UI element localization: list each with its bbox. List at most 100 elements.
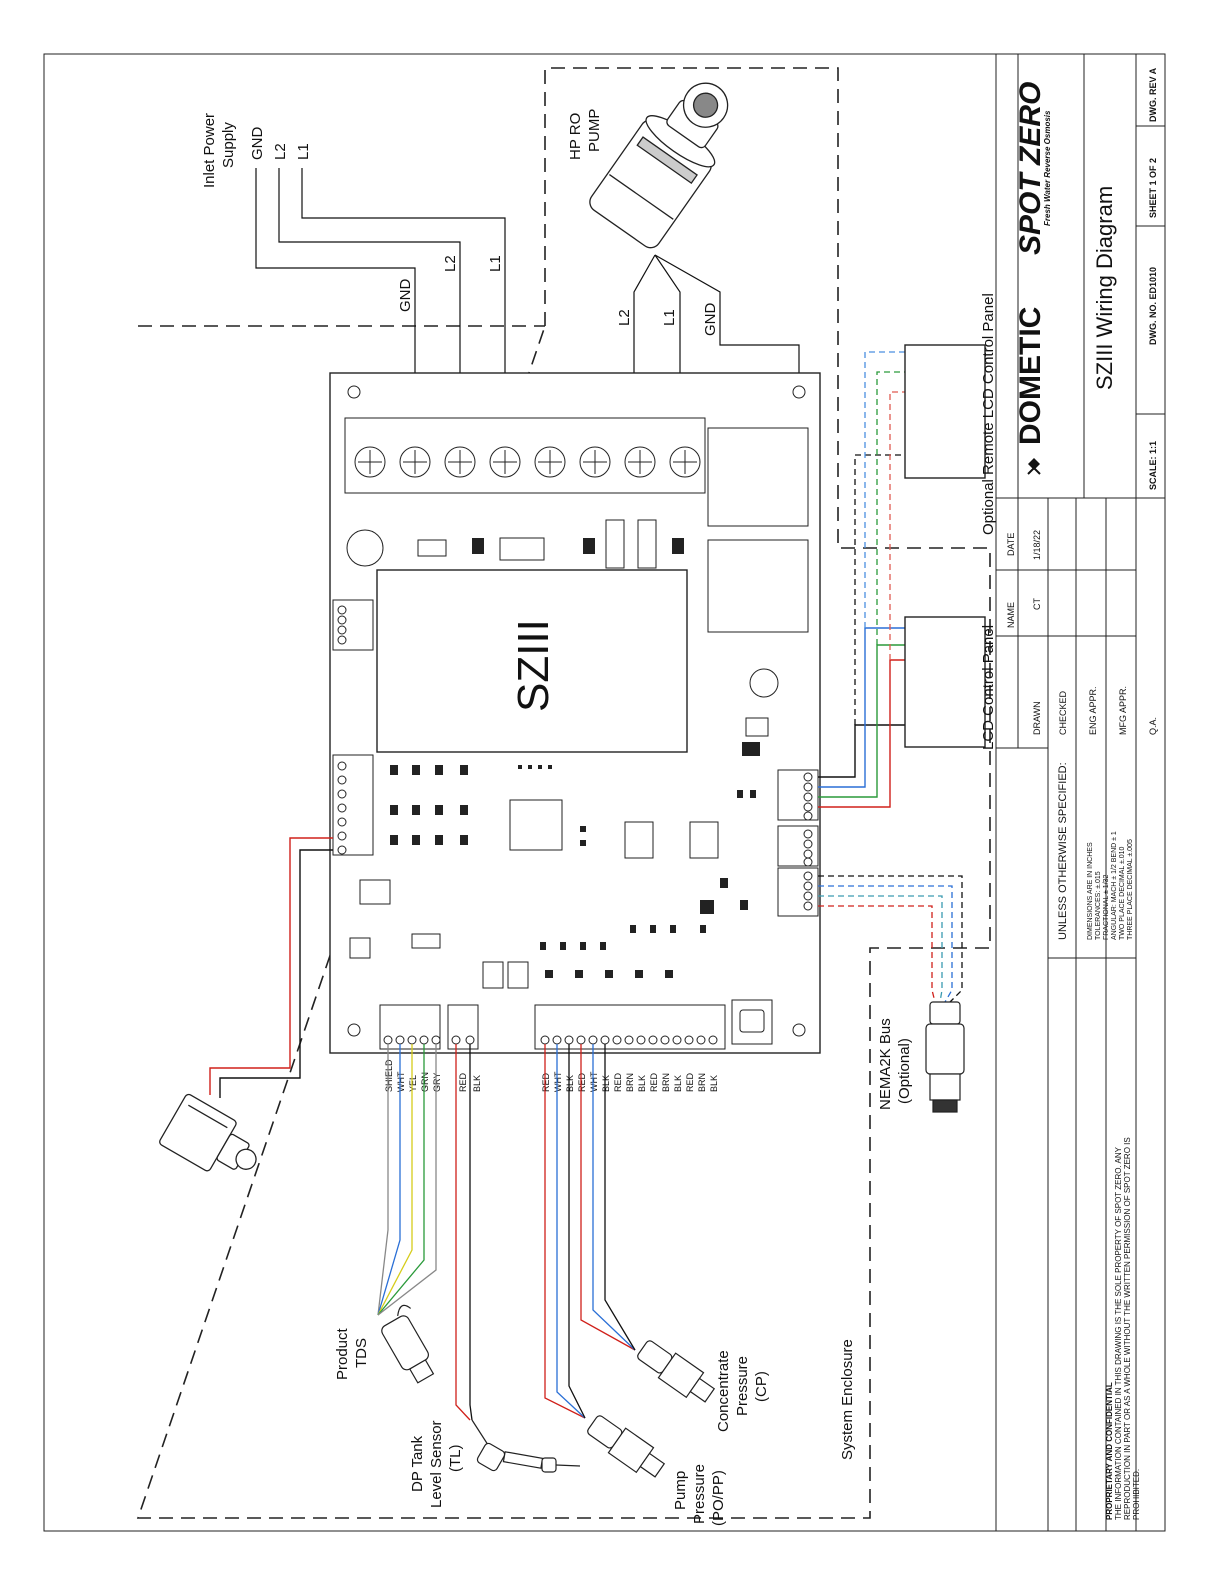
tds-terminal-labels: SHIELD WHT YEL GRN GRY	[384, 1059, 442, 1092]
supply-title-line-1: Inlet Power	[201, 113, 218, 188]
tank-sensor-label: DP Tank Level Sensor (TL)	[409, 1420, 464, 1508]
pp-label-line-1: Pump	[672, 1471, 689, 1510]
sheet-text: SHEET 1 OF 2	[1148, 158, 1158, 218]
tds-terminal-screws	[383, 1035, 441, 1045]
component-block-k	[745, 717, 769, 737]
supply-wire-label-l2: L2	[442, 255, 459, 272]
supply-lead-gnd: GND	[249, 127, 266, 161]
supply-wire-l1	[301, 168, 506, 456]
small-component-dots	[390, 765, 756, 978]
pp-wire-red	[544, 1044, 586, 1419]
lcd-wire-blue	[818, 627, 905, 788]
buzzer	[346, 529, 384, 567]
term-label-p10: BRN	[661, 1073, 671, 1092]
term-label-p11: BLK	[673, 1075, 683, 1092]
system-enclosure-outline	[136, 67, 991, 1519]
row-label-mfg: MFG APPR.	[1118, 686, 1128, 735]
usb-port-inner	[739, 1009, 765, 1033]
term-label-grn: GRN	[420, 1072, 430, 1092]
tds-wire-grn	[377, 1044, 425, 1316]
term-label-p3: RED	[577, 1072, 587, 1092]
controller-board: SZIII	[329, 372, 821, 1054]
pump-title-line-1: HP RO	[567, 113, 584, 160]
tolerance-line-4: ANGULAR: MACH ± 1/2 BEND ± 1	[1111, 831, 1118, 940]
row-label-checked: CHECKED	[1058, 690, 1068, 735]
pump-wire-label-l1: L1	[661, 309, 678, 326]
nema-label: NEMA2K Bus (Optional)	[877, 1018, 913, 1110]
term-label-tank-red: RED	[458, 1072, 468, 1092]
row-label-eng: ENG APPR.	[1088, 686, 1098, 735]
inlet-power-supply-label: Inlet Power Supply GND L2 L1	[201, 113, 312, 188]
component-block-b	[605, 519, 625, 569]
component-chip-c	[672, 538, 684, 554]
tds-wire-yel	[377, 1044, 413, 1316]
nema-label-line-2: (Optional)	[896, 1038, 913, 1104]
drawing-title: SZIII Wiring Diagram	[1092, 186, 1117, 390]
pump-pressure-sensor-drawing	[587, 1415, 666, 1478]
term-label-p5: BLK	[601, 1075, 611, 1092]
scale-text: SCALE: 1:1	[1148, 441, 1158, 490]
board-title: SZIII	[509, 619, 558, 712]
pressure-terminal-labels: RED WHT BLK RED WHT BLK RED BRN BLK RED …	[541, 1071, 719, 1092]
lcd-wires	[818, 627, 905, 808]
term-label-p13: BRN	[697, 1073, 707, 1092]
mount-hole-br	[792, 1023, 806, 1037]
supply-wire-l2	[278, 168, 461, 456]
unless-specified: UNLESS OTHERWISE SPECIFIED:	[1057, 762, 1069, 940]
tank-wire-red	[455, 1044, 471, 1421]
term-label-yel: YEL	[408, 1075, 418, 1092]
nema-wire-teal	[818, 895, 943, 1003]
tank-sensor-wires	[455, 1044, 473, 1421]
remote-wire-black	[854, 454, 905, 725]
remote-wire-green	[876, 371, 905, 645]
tds-wire-gry	[377, 1044, 437, 1316]
component-block-e	[689, 821, 719, 859]
nema-wires	[818, 875, 963, 1003]
proprietary-heading: PROPRIETARY AND CONFIDENTIAL	[1105, 1382, 1114, 1520]
conc-pressure-wires	[580, 1044, 636, 1351]
hp-ro-pump: HP RO PUMP	[567, 82, 729, 249]
mount-hole-tl	[347, 385, 361, 399]
mount-hole-tr	[792, 385, 806, 399]
tds-sensor-drawing	[381, 1304, 435, 1384]
name-header: NAME	[1006, 602, 1016, 628]
pump-pressure-wires	[544, 1044, 586, 1419]
tds-sensor-wires	[377, 1044, 437, 1316]
relay-lower	[707, 539, 809, 633]
company-logo-text: DOMETIC	[1014, 307, 1047, 445]
relay-upper	[707, 427, 809, 527]
component-block-l	[742, 742, 760, 756]
title-block	[995, 53, 1166, 1532]
term-label-wht: WHT	[396, 1071, 406, 1092]
lcd-wire-red	[818, 659, 905, 808]
supply-lead-l1: L1	[295, 143, 312, 160]
term-label-p6: RED	[613, 1072, 623, 1092]
term-label-p7: BRN	[625, 1073, 635, 1092]
rev-text: DWG. REV A	[1148, 67, 1158, 122]
term-label-gry: GRY	[432, 1073, 442, 1092]
dometic-logo-mark	[1027, 458, 1041, 475]
supply-wire-label-l1: L1	[487, 255, 504, 272]
cp-wire-red	[580, 1044, 636, 1351]
term-label-p2: BLK	[565, 1075, 575, 1092]
mcu-chip	[509, 799, 563, 851]
remote-lcd-panel-label: Optional Remote LCD Control Panel	[980, 293, 997, 535]
valve-terminal-screws	[337, 761, 347, 855]
pp-label-line-2: Pressure	[691, 1464, 708, 1524]
tolerance-line-2: TOLERANCES: ±.015	[1095, 871, 1102, 940]
cp-label-line-2: Pressure	[734, 1356, 751, 1416]
pp-label-line-3: (PO/PP)	[710, 1470, 727, 1526]
date-header: DATE	[1006, 533, 1016, 556]
row-label-drawn: DRAWN	[1032, 701, 1042, 735]
lcd-wire-black	[818, 724, 905, 778]
supply-wire-label-gnd: GND	[397, 279, 414, 313]
component-block-c	[637, 519, 657, 569]
pump-pressure-label: Pump Pressure (PO/PP)	[672, 1464, 727, 1526]
cp-wire-blk	[604, 1044, 636, 1351]
proprietary-line-1: THE INFORMATION CONTAINED IN THIS DRAWIN…	[1114, 1146, 1123, 1520]
dwg-no-text: DWG. NO. ED1010	[1148, 267, 1158, 345]
cp-label-line-3: (CP)	[753, 1371, 770, 1402]
term-label-shield: SHIELD	[384, 1059, 394, 1092]
pp-wire-blk	[568, 1044, 586, 1419]
